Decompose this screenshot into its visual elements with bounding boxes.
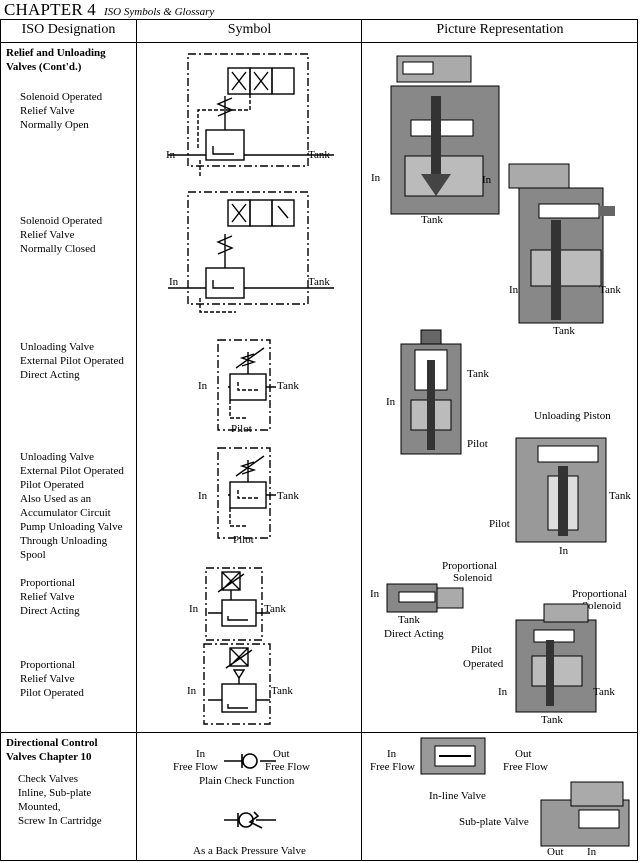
header-row-divider bbox=[1, 42, 637, 43]
label-in: In bbox=[559, 545, 569, 557]
symbol-solenoid-relief-normally-closed bbox=[168, 191, 334, 313]
label-free-flow: Free Flow bbox=[265, 761, 310, 773]
label-tank: Tank bbox=[421, 214, 443, 226]
picture-unloading-pilot bbox=[515, 437, 607, 543]
label-out: Out bbox=[515, 748, 532, 760]
label-in: In bbox=[371, 172, 381, 184]
iso-symbols-table: ISO Designation Symbol Picture Represent… bbox=[0, 19, 638, 861]
column-header-picture: Picture Representation bbox=[436, 22, 564, 37]
label-in: In bbox=[498, 686, 508, 698]
symbol-proportional-relief-pilot bbox=[203, 643, 271, 725]
label-out: Out bbox=[547, 846, 564, 858]
label-in: In bbox=[189, 603, 199, 615]
chapter-subtitle: ISO Symbols & Glossary bbox=[104, 6, 215, 18]
label-in: In bbox=[587, 846, 597, 858]
label-direct-acting: Direct Acting bbox=[384, 628, 444, 640]
label-tank: Tank bbox=[308, 276, 330, 288]
symbol-solenoid-relief-normally-open bbox=[168, 53, 334, 176]
column-divider bbox=[136, 20, 137, 860]
label-unloading-piston: Unloading Piston bbox=[534, 410, 611, 422]
column-header-iso: ISO Designation bbox=[21, 22, 116, 37]
chapter-title: CHAPTER 4 bbox=[4, 0, 97, 19]
label-tank: Tank bbox=[609, 490, 631, 502]
picture-solenoid-relief-nc bbox=[508, 163, 615, 324]
label-in: In bbox=[166, 149, 176, 161]
label-tank: Tank bbox=[277, 380, 299, 392]
label-subplate-valve: Sub-plate Valve bbox=[459, 816, 529, 828]
label-tank: Tank bbox=[308, 149, 330, 161]
picture-inline-check-valve bbox=[420, 737, 486, 775]
label-tank: Tank bbox=[599, 284, 621, 296]
symbol-unloading-direct-acting bbox=[217, 339, 276, 431]
symbol-unloading-pilot-operated bbox=[217, 447, 276, 539]
label-tank: Tank bbox=[271, 685, 293, 697]
back-pressure-check-valve-icon bbox=[224, 811, 276, 829]
label-in: In bbox=[187, 685, 197, 697]
label-in: In bbox=[198, 490, 208, 502]
label-in: In bbox=[387, 748, 397, 760]
label-free-flow: Free Flow bbox=[503, 761, 548, 773]
label-in: In bbox=[370, 588, 380, 600]
label-proportional: Proportional bbox=[572, 588, 627, 600]
label-solenoid: Solenoid bbox=[582, 600, 622, 612]
label-inline-valve: In-line Valve bbox=[429, 790, 486, 802]
label-tank: Tank bbox=[398, 614, 420, 626]
label-pilot-operated: Pilot bbox=[471, 644, 492, 656]
label-pilot: Pilot bbox=[489, 518, 510, 530]
label-plain-check: Plain Check Function bbox=[199, 775, 295, 787]
check-valve-icon bbox=[224, 753, 276, 769]
label-pilot: Pilot bbox=[231, 423, 252, 435]
label-in: In bbox=[198, 380, 208, 392]
label-pilot: Pilot bbox=[233, 534, 254, 546]
label-in: In bbox=[482, 174, 492, 186]
label-in: In bbox=[386, 396, 396, 408]
label-solenoid: Solenoid bbox=[453, 572, 493, 584]
label-tank: Tank bbox=[277, 490, 299, 502]
picture-proportional-direct bbox=[386, 583, 464, 613]
label-tank: Tank bbox=[593, 686, 615, 698]
label-in: In bbox=[509, 284, 519, 296]
column-header-symbol: Symbol bbox=[227, 22, 272, 37]
section-divider bbox=[1, 732, 637, 733]
picture-unloading-direct bbox=[400, 329, 462, 455]
label-out: Out bbox=[273, 748, 290, 760]
symbol-proportional-relief-direct bbox=[205, 567, 270, 641]
label-proportional: Proportional bbox=[442, 560, 497, 572]
picture-solenoid-relief-no bbox=[390, 55, 500, 215]
label-back-pressure: As a Back Pressure Valve bbox=[193, 845, 306, 857]
page-header: CHAPTER 4 ISO Symbols & Glossary bbox=[4, 0, 215, 19]
label-tank: Tank bbox=[541, 714, 563, 726]
picture-proportional-pilot bbox=[515, 603, 597, 713]
label-free-flow: Free Flow bbox=[370, 761, 415, 773]
label-pilot-operated: Operated bbox=[463, 658, 504, 670]
label-in: In bbox=[169, 276, 179, 288]
label-tank: Tank bbox=[553, 325, 575, 337]
label-in: In bbox=[196, 748, 206, 760]
label-tank: Tank bbox=[467, 368, 489, 380]
column-divider bbox=[361, 20, 362, 860]
label-tank: Tank bbox=[264, 603, 286, 615]
label-free-flow: Free Flow bbox=[173, 761, 218, 773]
label-pilot: Pilot bbox=[467, 438, 488, 450]
picture-subplate-check-valve bbox=[540, 781, 630, 847]
